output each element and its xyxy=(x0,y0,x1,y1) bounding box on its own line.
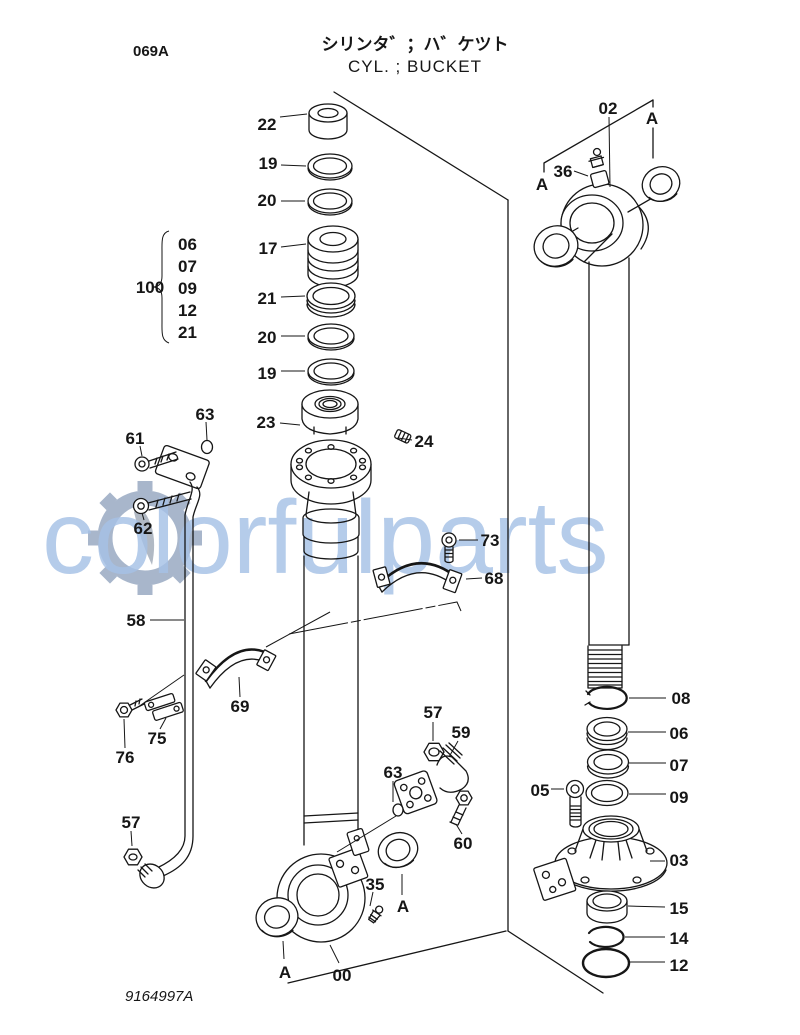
part-callout: 23 xyxy=(257,413,276,432)
part-06-seal-ring xyxy=(586,716,628,751)
flange-bolt-holes xyxy=(295,444,367,484)
part-19-ring-lower xyxy=(307,358,355,386)
part-callout: 76 xyxy=(116,748,135,767)
part-callout: 36 xyxy=(554,162,573,181)
title-japanese: シリンタ゛；ハ゛ケツト xyxy=(322,34,509,54)
part-09-ring xyxy=(585,779,629,807)
part-60-bolt xyxy=(449,790,473,826)
part-callout: 12 xyxy=(670,956,689,975)
part-callout: 60 xyxy=(454,834,473,853)
page-code: 069A xyxy=(133,43,169,60)
part-59-elbow-fitting xyxy=(393,742,469,815)
part-23-piston-nut xyxy=(301,389,359,435)
part-callout: 06 xyxy=(670,724,689,743)
part-callout: 05 xyxy=(531,781,550,800)
leader-lines xyxy=(123,113,666,964)
group-item: 21 xyxy=(178,323,197,342)
part-68-clamp xyxy=(372,562,463,594)
part-callout: 59 xyxy=(452,723,471,742)
part-15-bushing xyxy=(586,890,628,924)
header: 069A シリンタ゛；ハ゛ケツト CYL. ; BUCKET xyxy=(133,34,509,76)
part-75-clamp xyxy=(143,692,184,721)
part-08-snap-ring xyxy=(584,685,628,710)
group-item: 12 xyxy=(178,301,197,320)
group-label-number: 100 xyxy=(136,278,164,297)
part-07-seal-ring xyxy=(586,749,630,779)
cylinder-bottom-eye xyxy=(276,827,370,943)
section-marker: A xyxy=(536,175,548,194)
part-57-elbow-end xyxy=(123,848,165,889)
part-05-bolt xyxy=(565,779,585,828)
bushing-rod-right xyxy=(641,166,681,203)
group-item: 06 xyxy=(178,235,197,254)
part-20-ring-lower xyxy=(307,323,355,351)
part-22-bushing xyxy=(308,103,348,140)
part-19-ring-upper xyxy=(307,153,353,181)
part-24-set-screw xyxy=(394,429,412,444)
drawing-code: 9164997A xyxy=(125,988,193,1005)
group-item: 07 xyxy=(178,257,197,276)
section-marker: A xyxy=(646,109,658,128)
part-callout: 19 xyxy=(259,154,278,173)
part-callout: 68 xyxy=(485,569,504,588)
bushing-bottom-right xyxy=(377,831,419,869)
part-21-ring xyxy=(306,282,356,318)
part-14-snap-ring xyxy=(587,925,625,949)
part-callout: 57 xyxy=(424,703,443,722)
part-callout: 22 xyxy=(258,115,277,134)
part-76-bolt xyxy=(115,698,145,718)
bushing-rod-left xyxy=(533,225,579,268)
part-callout: 58 xyxy=(127,611,146,630)
part-callout: 24 xyxy=(415,432,434,451)
part-callout: 20 xyxy=(258,191,277,210)
part-17-piston xyxy=(307,225,359,288)
part-callout: 63 xyxy=(384,763,403,782)
section-marker: A xyxy=(397,897,409,916)
part-callout: 62 xyxy=(134,519,153,538)
part-callout: 69 xyxy=(231,697,250,716)
section-marker: A xyxy=(279,963,291,982)
part-63-oring-center xyxy=(392,803,404,817)
group-item: 09 xyxy=(178,279,197,298)
part-callout: 20 xyxy=(258,328,277,347)
part-callout: 15 xyxy=(670,899,689,918)
part-73-bolt xyxy=(441,532,457,564)
part-61-bolt xyxy=(134,451,179,472)
part-callout: 19 xyxy=(258,364,277,383)
part-callout: 61 xyxy=(126,429,145,448)
part-callout: 03 xyxy=(670,851,689,870)
part-callout: 57 xyxy=(122,813,141,832)
part-63-oring-upper xyxy=(200,439,214,455)
bushing-bottom-left xyxy=(255,897,299,938)
part-callout: 14 xyxy=(670,929,689,948)
part-12-oring xyxy=(581,947,631,979)
part-callout: 17 xyxy=(259,239,278,258)
part-03-gland xyxy=(533,815,668,901)
callout-labels: 22 19 20 17 21 20 19 23 24 63 61 62 73 6… xyxy=(116,99,691,985)
part-callout: 02 xyxy=(599,99,618,118)
cylinder-tube-assembly xyxy=(290,439,372,846)
part-callout: 08 xyxy=(672,689,691,708)
part-36-grease-fitting xyxy=(588,147,610,189)
part-callout: 09 xyxy=(670,788,689,807)
section-plane-lines xyxy=(287,91,654,994)
part-35-grease-fitting xyxy=(368,905,384,924)
part-callout: 73 xyxy=(481,531,500,550)
pipe-assembly xyxy=(123,444,210,889)
part-callout: 07 xyxy=(670,756,689,775)
part-callout: 63 xyxy=(196,405,215,424)
group-100-bracket: 100 06 07 09 12 21 xyxy=(136,230,197,344)
part-20-ring-upper xyxy=(307,188,353,216)
part-callout: 00 xyxy=(333,966,352,985)
title-english: CYL. ; BUCKET xyxy=(348,57,482,76)
part-callout: 75 xyxy=(148,729,167,748)
part-69-clamp xyxy=(195,648,277,689)
part-callout: 35 xyxy=(366,875,385,894)
part-callout: 21 xyxy=(258,289,277,308)
part-62-bolt xyxy=(132,491,192,515)
